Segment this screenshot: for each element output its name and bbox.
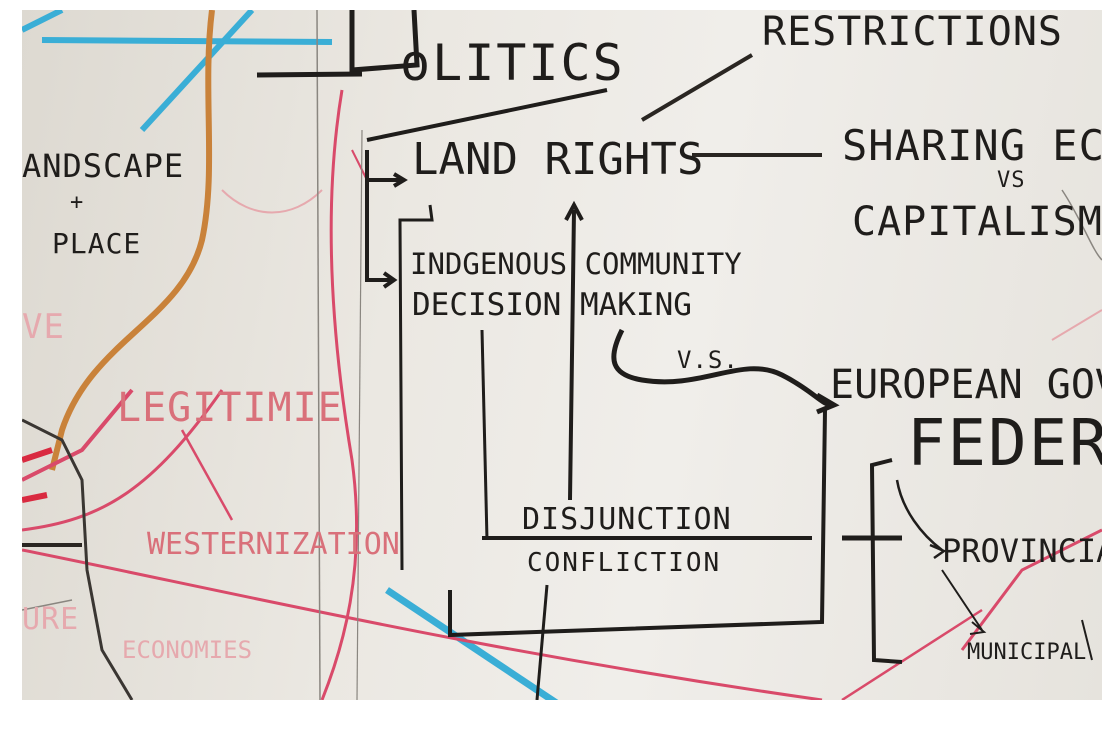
red-marker-line: [180, 429, 234, 521]
indigenous-community-label: INDGENOUS COMMUNITY: [410, 247, 742, 281]
connector-line: [535, 584, 549, 700]
connector-line: [1081, 619, 1093, 661]
european-government-label: EUROPEAN GOV: [830, 362, 1102, 408]
blue-marker-line: [385, 587, 559, 700]
blue-marker-line: [139, 10, 255, 133]
connector-line: [640, 53, 754, 122]
blue-marker-line: [41, 37, 333, 45]
legitimacy-label: LEGITIMIE: [117, 385, 343, 431]
red-marker-line: [351, 149, 368, 181]
arrow: [564, 200, 584, 501]
black-marker-line: [22, 418, 134, 700]
place-label: PLACE: [52, 227, 142, 260]
red-marker-line: [22, 389, 224, 532]
connector-line: [365, 150, 392, 282]
federal-bracket: [869, 458, 903, 664]
arrow: [382, 271, 398, 289]
politics-bracket: [349, 10, 420, 73]
decision-making-label: DECISION MAKING: [412, 287, 692, 323]
whiteboard-photo: oLITICS RESTRICTIONS LAND RIGHTS SHARING…: [22, 10, 1102, 700]
municipal-label: MUNICIPAL: [967, 640, 1087, 665]
vs-curve-arrow: [611, 328, 840, 415]
landscape-label: ANDSCAPE: [22, 147, 185, 185]
conflict-label: CONFLICTION: [527, 548, 722, 578]
arrow: [895, 479, 947, 560]
pink-marker-line: [1051, 309, 1102, 341]
marker-lines: [22, 10, 1102, 700]
capitalism-label: CAPITALISM: [852, 199, 1102, 245]
orange-marker-line: [49, 10, 215, 471]
paper-edge-line: [22, 599, 73, 611]
disjunction-label: DISJUNCTION: [522, 502, 732, 537]
connector-line: [398, 204, 434, 571]
restrictions-label: RESTRICTIONS: [762, 10, 1063, 55]
red-marker-line: [22, 548, 823, 700]
land-rights-label: LAND RIGHTS: [412, 134, 704, 185]
politics-bracket: [256, 71, 363, 78]
red-marker-line: [960, 528, 1102, 651]
paper-edge-line: [1061, 189, 1102, 261]
plus-label: +: [70, 190, 85, 215]
arrow: [941, 569, 987, 635]
red-marker-line: [22, 388, 134, 482]
red-marker-line: [841, 608, 983, 700]
blue-marker-line: [22, 10, 64, 33]
paper-edge-line: [316, 10, 321, 700]
federal-label: FEDER: [907, 407, 1102, 481]
westernization-label: WESTERNIZATION: [147, 527, 400, 562]
vs-curve-label: V.S.: [677, 346, 739, 374]
politics-heading: oLITICS: [400, 34, 625, 92]
arrow: [367, 172, 408, 188]
connector-line: [448, 409, 827, 638]
faint-left-bottom-label: URE: [22, 602, 80, 637]
connector-line: [480, 329, 489, 541]
pink-marker-line: [221, 189, 323, 214]
red-marker-line: [320, 89, 359, 700]
vs-label: VS: [997, 168, 1026, 193]
provincial-label: PROVINCIA: [942, 532, 1102, 570]
faint-left-top-label: VE: [22, 307, 65, 347]
sharing-economy-label: SHARING ECO: [842, 121, 1102, 170]
politics-underline: [366, 88, 608, 142]
red-marker-line: [22, 447, 53, 503]
paper-edge-line: [356, 129, 363, 700]
economies-label: ECONOMIES: [122, 636, 253, 664]
